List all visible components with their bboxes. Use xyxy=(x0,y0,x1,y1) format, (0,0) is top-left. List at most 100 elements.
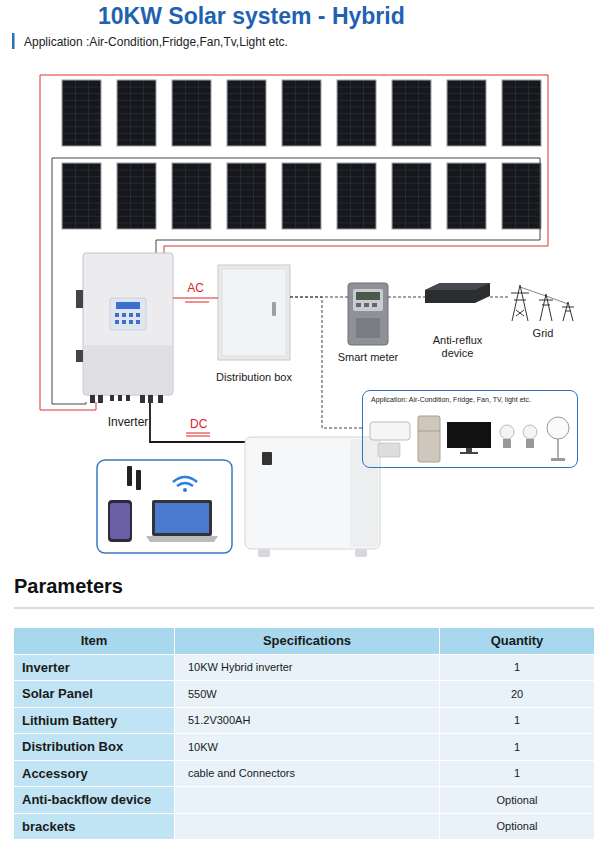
grid-towers-part xyxy=(520,287,568,304)
solar-panels-part xyxy=(282,163,321,229)
distribution-box-drawing-part xyxy=(218,265,290,360)
node-label: Distribution box xyxy=(216,371,292,384)
node-label: Grid xyxy=(533,327,554,340)
table-text: cable and Connectors xyxy=(188,767,295,779)
table-cell: brackets xyxy=(14,814,174,840)
smart-meter-drawing-part xyxy=(353,289,383,311)
inverter-drawing-part xyxy=(126,395,130,401)
node-label: Anti-reflux device xyxy=(421,334,495,360)
battery-drawing-part xyxy=(350,439,378,547)
solar-panels-part xyxy=(447,80,486,146)
table-cell: 10KW xyxy=(175,734,439,760)
table-text: Optional xyxy=(497,820,538,832)
monitoring-panel-part xyxy=(97,460,232,553)
appliance-icons-part xyxy=(378,443,400,457)
smart-meter-drawing-part xyxy=(356,318,380,338)
solar-panels-part xyxy=(62,163,101,229)
table-text: 1 xyxy=(514,714,520,726)
grid-towers xyxy=(511,285,574,321)
solar-panels-part xyxy=(337,163,376,229)
solar-panels-part xyxy=(117,80,156,146)
dc-cable-part xyxy=(185,302,209,303)
battery-drawing xyxy=(245,437,380,557)
appliance-icons-part xyxy=(547,417,569,439)
table-cell: Solar Panel xyxy=(14,681,174,707)
inverter-drawing-part xyxy=(76,350,83,362)
pv-wires-part xyxy=(52,158,540,159)
solar-panels-part xyxy=(227,80,266,146)
table-text: 10KW Hybrid inverter xyxy=(188,661,293,673)
node-label: Inverter xyxy=(108,416,149,429)
smart-meter: Smart meter xyxy=(348,283,388,345)
appliance-icons-part xyxy=(500,425,514,439)
grid-towers-part xyxy=(511,285,529,321)
anti-reflux-device: Anti-reflux device xyxy=(425,283,490,303)
appliance-icons xyxy=(370,416,569,462)
table-cell: 1 xyxy=(440,761,594,787)
solar-panels-part xyxy=(172,80,211,146)
inverter-drawing-part xyxy=(122,320,126,324)
table-text: 51.2V300AH xyxy=(188,714,250,726)
label: DC xyxy=(190,417,207,431)
table-cell: cable and Connectors xyxy=(175,761,439,787)
table-text: Specifications xyxy=(263,633,351,648)
table-cell: 1 xyxy=(440,708,594,734)
appliance-icons-part xyxy=(526,439,534,448)
solar-panels-part xyxy=(502,163,541,229)
section-heading: Parameters xyxy=(14,574,123,598)
appliance-icons-part xyxy=(460,452,478,454)
grid-node: Grid xyxy=(508,283,578,323)
anti-reflux-drawing-part xyxy=(425,283,490,290)
appliance-icons-part xyxy=(523,425,537,439)
anti-reflux-drawing xyxy=(425,283,490,303)
title: 10KW Solar system - Hybrid xyxy=(98,3,405,31)
connector xyxy=(490,297,508,298)
solar-panels-part xyxy=(227,163,266,229)
table-cell: 10KW Hybrid inverter xyxy=(175,655,439,681)
inverter-drawing-part xyxy=(115,320,119,324)
table-cell: Optional xyxy=(440,814,594,840)
inverter-drawing-part xyxy=(83,253,173,395)
label: Application :Air-Condition,Fridge,Fan,Tv… xyxy=(24,35,288,49)
inverter-drawing-part xyxy=(84,345,172,394)
table-header-cell: Specifications xyxy=(175,628,439,654)
inverter-drawing-part xyxy=(140,395,145,403)
battery-drawing-part xyxy=(245,437,380,549)
battery-drawing-part xyxy=(355,549,367,557)
pv-wires-part xyxy=(156,158,540,253)
grid-towers-part xyxy=(562,302,574,321)
table-cell: 1 xyxy=(440,734,594,760)
distribution-box-drawing-part xyxy=(222,269,286,356)
edge-label: AC xyxy=(187,281,204,295)
inverter-drawing-part xyxy=(129,313,133,317)
table-cell: Inverter xyxy=(14,655,174,681)
table-text: 1 xyxy=(514,741,520,753)
appliance-icons-part xyxy=(418,431,440,432)
node-text: Application: Air-Condition, Fridge, Fan,… xyxy=(371,395,569,404)
monitoring-panel-part xyxy=(155,503,209,533)
distribution-box-drawing xyxy=(218,265,290,360)
table-text: 20 xyxy=(511,688,523,700)
battery-drawing-part xyxy=(262,452,272,465)
table-text: brackets xyxy=(22,819,75,834)
table-cell: 550W xyxy=(175,681,439,707)
pv-wires-part xyxy=(40,75,548,76)
monitoring-panel-part xyxy=(108,500,132,542)
appliance-icons-part xyxy=(551,458,565,461)
inverter-drawing-part xyxy=(76,290,83,308)
table-cell: 51.2V300AH xyxy=(175,708,439,734)
table-text: Inverter xyxy=(22,660,70,675)
table-cell: 20 xyxy=(440,681,594,707)
solar-panels-part xyxy=(502,80,541,146)
connector xyxy=(290,297,348,298)
dc-cable-part xyxy=(150,403,245,442)
distribution-box-drawing-part xyxy=(272,302,276,316)
inverter-drawing-part xyxy=(158,395,163,403)
table-cell xyxy=(175,814,439,840)
table-cell: Distribution Box xyxy=(14,734,174,760)
monitoring-panel xyxy=(97,460,232,553)
illustration-part xyxy=(12,33,15,49)
smart-meter-drawing-part xyxy=(356,303,361,307)
table-text: Distribution Box xyxy=(22,739,123,754)
